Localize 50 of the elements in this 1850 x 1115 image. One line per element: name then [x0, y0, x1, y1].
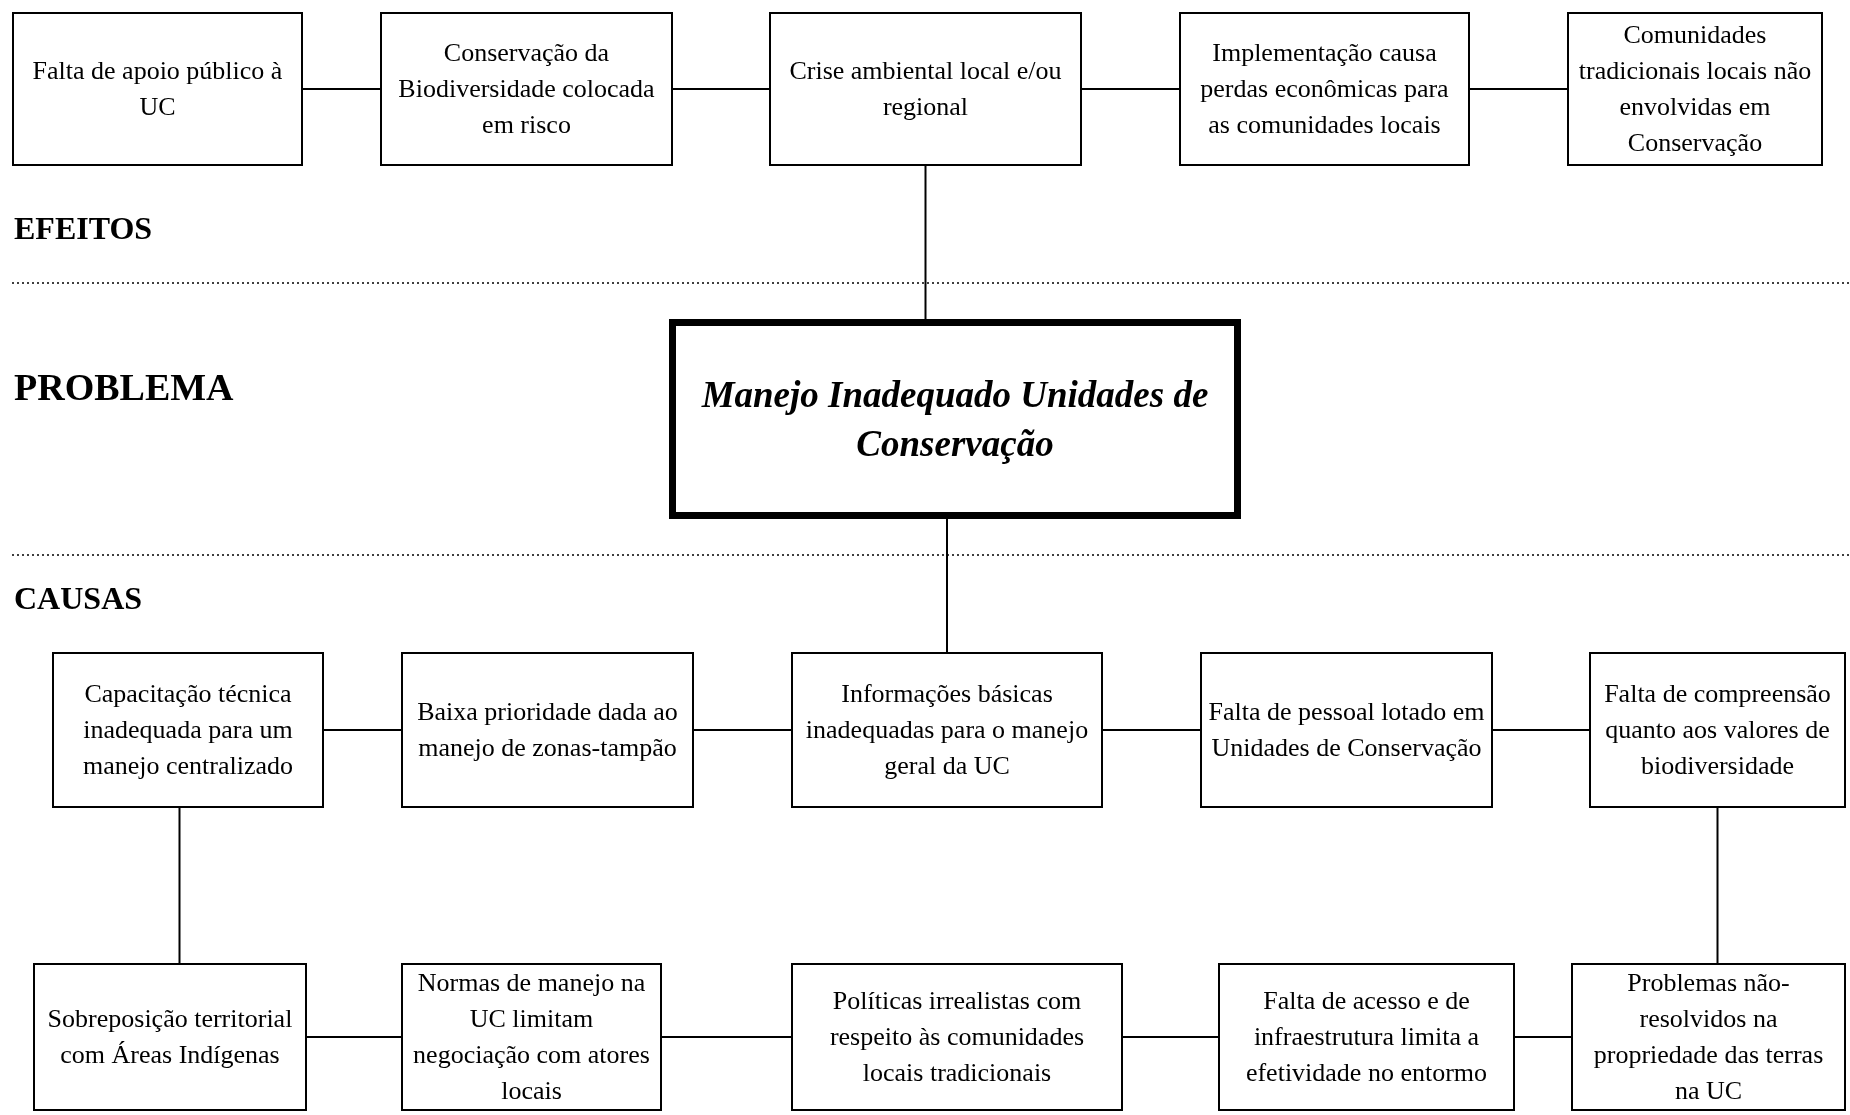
- cause-effect-box: [1179, 12, 1470, 166]
- box-text: Políticas irrealistas com respeito às comunidades locais tradicionais: [828, 985, 1086, 1089]
- connector-line: [1081, 88, 1180, 90]
- connector-line: [178, 807, 181, 964]
- cause-effect-box: [33, 963, 307, 1111]
- connector-line: [672, 88, 770, 90]
- box-text: Baixa prioridade dada ao manejo de zonas-tampão: [416, 696, 679, 764]
- box-text: Manejo Inadequado Unidades de Conservação: [700, 373, 1210, 466]
- cause-effect-box: [1567, 12, 1823, 166]
- connector-line: [946, 518, 948, 653]
- connector-line: [661, 1036, 792, 1038]
- cause-effect-box: [1218, 963, 1515, 1111]
- cause-effect-box: [1589, 652, 1846, 808]
- box-text: Informações básicas inadequadas para o manejo geral da UC: [804, 678, 1090, 782]
- connector-line: [924, 165, 927, 320]
- connector-line: [1514, 1036, 1572, 1038]
- box-text: Conservação da Biodiversidade colocada em risco: [397, 37, 656, 141]
- box-text: Problemas não-resolvidos na propriedade das terras na UC: [1592, 967, 1825, 1107]
- connector-line: [1716, 807, 1719, 964]
- connector-line: [302, 88, 381, 90]
- box-text: Falta de compreensão quanto aos valores de biodiversidade: [1603, 678, 1832, 782]
- box-text: Comunidades tradicionais locais não envolvidas em Conservação: [1577, 19, 1813, 159]
- cause-effect-box: [1571, 963, 1846, 1111]
- connector-line: [323, 729, 402, 731]
- box-text: Sobreposição territorial com Áreas Indígenas: [46, 1003, 294, 1071]
- cause-effect-box: [380, 12, 673, 166]
- box-text: Falta de apoio público à UC: [31, 55, 284, 123]
- cause-effect-box: [791, 963, 1123, 1111]
- section-heading: PROBLEMA: [14, 365, 234, 409]
- box-text: Crise ambiental local e/ou regional: [788, 55, 1063, 123]
- connector-line: [1102, 729, 1201, 731]
- cause-effect-box: [769, 12, 1082, 166]
- section-heading: EFEITOS: [14, 210, 153, 247]
- problem-box: [669, 319, 1241, 519]
- cause-effect-box: [52, 652, 324, 808]
- connector-line: [1492, 729, 1590, 731]
- connector-line: [306, 1036, 402, 1038]
- box-text: Falta de acesso e de infraestrutura limita a efetividade no entormo: [1244, 985, 1489, 1089]
- connector-line: [1469, 88, 1568, 90]
- cause-effect-box: [12, 12, 303, 166]
- box-text: Implementação causa perdas econômicas para as comunidades locais: [1199, 37, 1450, 141]
- cause-effect-box: [401, 652, 694, 808]
- section-heading: CAUSAS: [14, 580, 143, 617]
- box-text: Capacitação técnica inadequada para um manejo centralizado: [81, 678, 295, 782]
- cause-effect-box: [1200, 652, 1493, 808]
- box-text: Normas de manejo na UC limitam negociação com atores locais: [412, 967, 651, 1107]
- box-text: Falta de pessoal lotado em Unidades de Conservação: [1207, 696, 1486, 764]
- cause-effect-box: [791, 652, 1103, 808]
- connector-line: [1122, 1036, 1219, 1038]
- connector-line: [693, 729, 792, 731]
